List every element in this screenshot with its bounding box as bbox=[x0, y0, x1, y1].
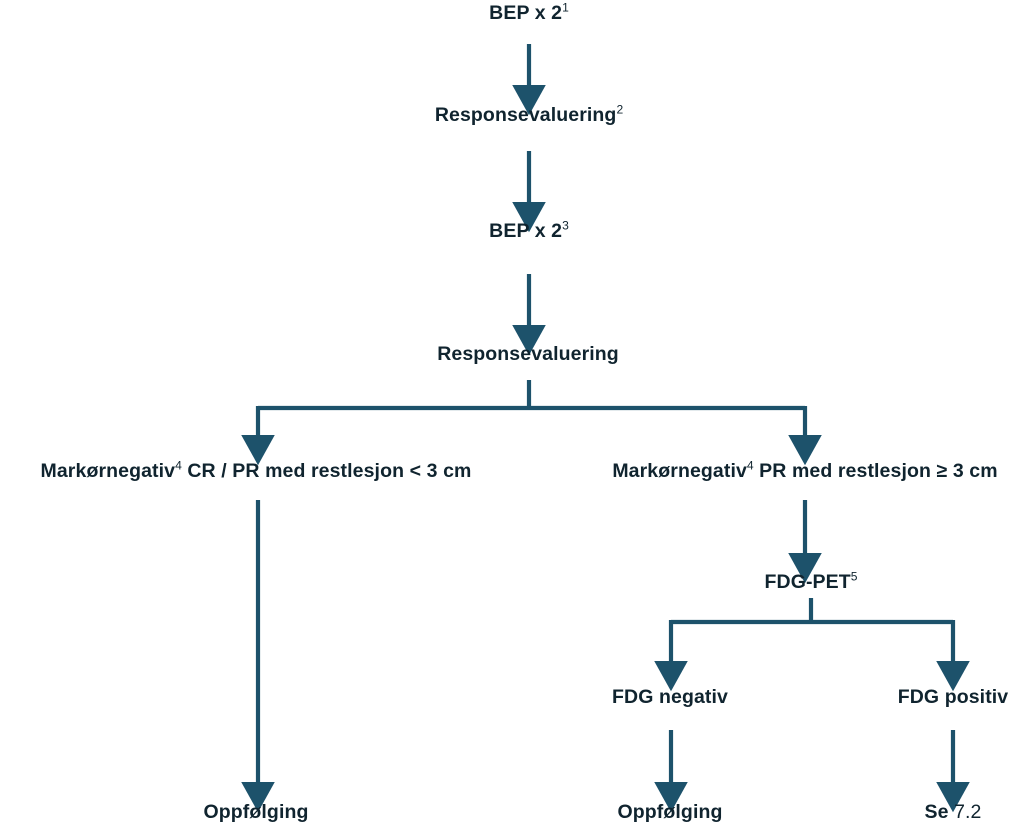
node-label-suffix: CR / PR med restlesjon < 3 cm bbox=[181, 460, 472, 482]
node-superscript: 5 bbox=[850, 569, 858, 584]
node-superscript: 4 bbox=[746, 458, 754, 473]
node-label-prefix: Markørnegativ bbox=[40, 460, 176, 482]
node-label: FDG-PET bbox=[764, 571, 851, 593]
node-oppfolging-middle: Oppfølging bbox=[617, 801, 723, 823]
node-label-prefix: Markørnegativ bbox=[612, 460, 747, 482]
node-label-section-number: 7.2 bbox=[948, 801, 982, 823]
node-responsevaluering-second: Responsevaluering bbox=[437, 343, 619, 365]
node-superscript: 4 bbox=[175, 458, 182, 473]
node-label: BEP x 2 bbox=[489, 220, 563, 242]
node-label: Oppfølging bbox=[617, 801, 723, 823]
node-responsevaluering-first: Responsevaluering2 bbox=[434, 102, 624, 126]
node-markornegativ-cr-pr-under-3cm: Markørnegativ4 CR / PR med restlesjon < … bbox=[40, 458, 472, 482]
node-fdg-positiv: FDG positiv bbox=[897, 686, 1009, 708]
node-label-bold: Se bbox=[924, 801, 949, 823]
node-fdg-negativ: FDG negativ bbox=[612, 686, 728, 708]
node-label: FDG negativ bbox=[612, 686, 728, 708]
node-oppfolging-left: Oppfølging bbox=[203, 801, 309, 823]
node-label: Responsevaluering bbox=[437, 343, 619, 365]
node-superscript: 3 bbox=[562, 218, 569, 233]
node-label-suffix: PR med restlesjon ≥ 3 cm bbox=[753, 460, 998, 482]
node-superscript: 2 bbox=[616, 102, 624, 117]
node-bep-x2-second: BEP x 23 bbox=[489, 218, 569, 242]
node-markornegativ-pr-over-3cm: Markørnegativ4 PR med restlesjon ≥ 3 cm bbox=[612, 458, 998, 482]
node-bep-x2-first: BEP x 21 bbox=[489, 0, 569, 24]
node-se-7-2: Se 7.2 bbox=[924, 801, 982, 823]
connector-responsevaluering2-split bbox=[258, 380, 805, 411]
node-label: FDG positiv bbox=[897, 686, 1009, 708]
node-label: Oppfølging bbox=[203, 801, 309, 823]
node-superscript: 1 bbox=[562, 0, 569, 15]
node-fdg-pet: FDG-PET5 bbox=[764, 569, 858, 593]
node-label: BEP x 2 bbox=[489, 2, 563, 24]
connector-fdgpet-split bbox=[671, 598, 953, 625]
node-label: Responsevaluering bbox=[434, 104, 617, 126]
